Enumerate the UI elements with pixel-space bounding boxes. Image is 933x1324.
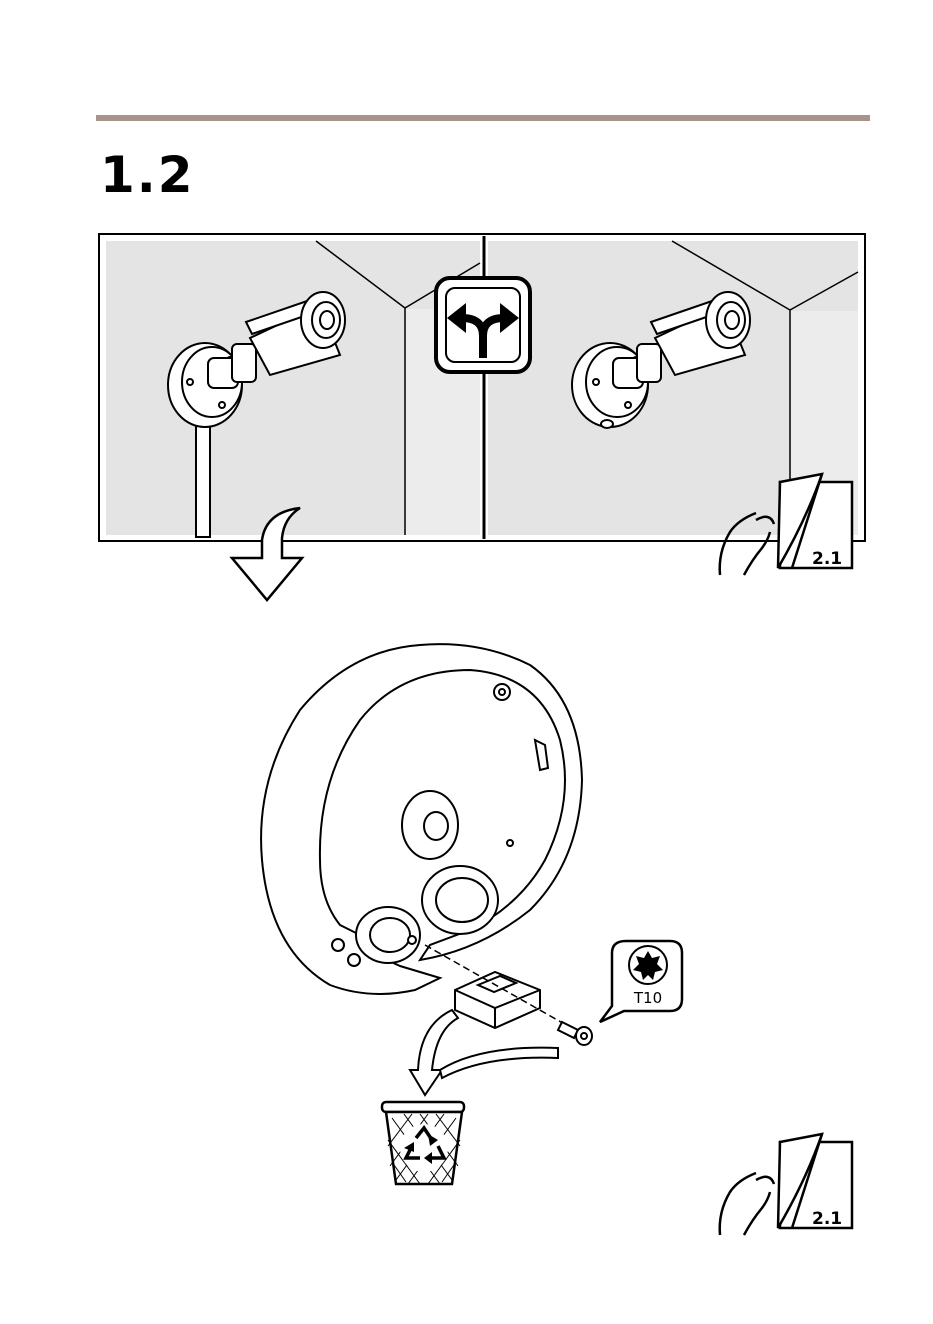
torx-bit-icon — [600, 941, 682, 1022]
page-reference-bottom: 2.1 — [812, 1209, 842, 1229]
mount-base — [261, 644, 582, 994]
fork-arrows-icon — [436, 278, 530, 372]
screw — [558, 1022, 592, 1045]
torx-bit-label: T10 — [618, 989, 678, 1007]
recycle-bin-icon — [382, 1102, 464, 1184]
page-reference-top: 2.1 — [812, 549, 842, 569]
